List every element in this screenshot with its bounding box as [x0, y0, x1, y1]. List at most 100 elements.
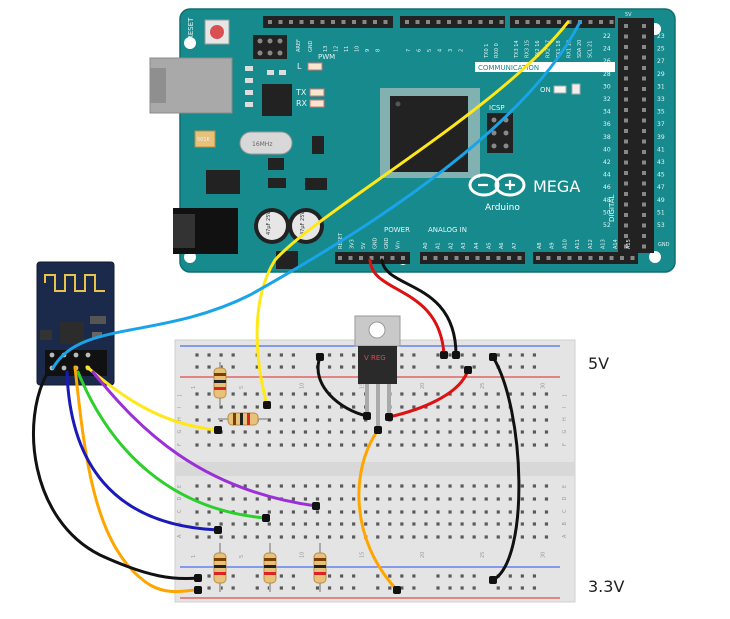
- comm-pin-label: SDA 20: [577, 40, 583, 58]
- wire-purple-esp: [91, 370, 318, 508]
- breadboard-hole: [400, 535, 404, 539]
- breadboard-hole: [484, 392, 488, 396]
- header-pin: [624, 160, 628, 165]
- breadboard-column-number: 25: [480, 383, 486, 389]
- breadboard-row-letter: E: [177, 485, 183, 488]
- breadboard-hole: [340, 418, 344, 422]
- breadboard-hole: [508, 418, 512, 422]
- breadboard-hole: [388, 497, 392, 501]
- comm-pin-label: RX2 17: [546, 40, 552, 58]
- breadboard-hole: [340, 365, 344, 369]
- header-pin: [624, 45, 628, 49]
- header-pin: [642, 202, 646, 207]
- breadboard-hole: [315, 522, 320, 526]
- breadboard-hole: [484, 510, 488, 514]
- header-pin: [362, 20, 367, 24]
- header-pin: [624, 244, 628, 249]
- header-pin: [578, 256, 582, 260]
- breadboard-hole: [520, 510, 524, 514]
- resistor-r1: [213, 362, 227, 406]
- wire-end-cap: [263, 401, 271, 409]
- header-pin: [642, 192, 646, 196]
- header-pin: [517, 256, 522, 260]
- breadboard-hole: [532, 574, 536, 578]
- breadboard-hole: [388, 510, 392, 514]
- breadboard-hole: [327, 522, 332, 526]
- header-pin: [444, 256, 448, 260]
- header-pin: [624, 34, 628, 39]
- breadboard-hole: [532, 365, 536, 369]
- breadboard-hole: [544, 484, 549, 488]
- breadboard-hole: [279, 405, 283, 409]
- breadboard-hole: [400, 353, 404, 357]
- digital-pin-label: 22: [603, 33, 611, 40]
- breadboard-hole: [484, 430, 488, 434]
- breadboard-hole: [243, 392, 247, 396]
- digital-pin-label: 52: [603, 222, 611, 229]
- digital-pin-label: 34: [603, 109, 611, 116]
- analog-pin-label: A4: [474, 242, 480, 249]
- wire-end-cap: [452, 351, 460, 359]
- breadboard-hole: [207, 405, 211, 409]
- header-pin: [642, 34, 646, 39]
- breadboard-column-number: 20: [420, 383, 426, 389]
- breadboard-hole: [327, 443, 332, 447]
- breadboard-hole: [195, 522, 199, 526]
- breadboard-hole: [496, 418, 500, 422]
- header-pin: [642, 108, 646, 112]
- breadboard-hole: [291, 392, 295, 396]
- header-pin: [609, 256, 614, 260]
- breadboard-hole: [267, 392, 271, 396]
- breadboard-hole: [532, 484, 536, 488]
- header-pin: [642, 87, 646, 91]
- breadboard-hole: [484, 405, 488, 409]
- usb-chip: [262, 84, 292, 116]
- breadboard-hole: [496, 510, 500, 514]
- pwm-pin-label: 8: [376, 49, 382, 52]
- wire-end-cap: [262, 514, 270, 522]
- breadboard-hole: [195, 353, 199, 357]
- header-pin: [642, 160, 646, 165]
- breadboard-hole: [267, 510, 271, 514]
- breadboard-hole: [291, 497, 295, 501]
- breadboard-hole: [508, 510, 512, 514]
- header-comm: [510, 16, 615, 28]
- breadboard-hole: [315, 405, 320, 409]
- breadboard-hole: [460, 522, 464, 526]
- breadboard-hole: [352, 418, 356, 422]
- breadboard-hole: [376, 522, 380, 526]
- breadboard-hole: [472, 497, 476, 501]
- breadboard-hole: [315, 418, 320, 422]
- wire-black-esp: [32, 370, 200, 581]
- breadboard-hole: [484, 497, 488, 501]
- breadboard-hole: [279, 443, 283, 447]
- header-pin: [383, 20, 388, 24]
- breadboard-hole: [267, 353, 271, 357]
- header-pin: [447, 20, 451, 24]
- header-pin: [624, 129, 628, 133]
- breadboard-hole: [436, 405, 440, 409]
- header-pin: [642, 244, 646, 249]
- breadboard-hole: [520, 586, 524, 590]
- tx-led-label: TX: [295, 88, 307, 97]
- header-pin: [609, 20, 614, 24]
- header-pin: [588, 20, 593, 24]
- breadboard-hole: [520, 443, 524, 447]
- breadboard-hole: [255, 392, 259, 396]
- breadboard-hole: [484, 418, 488, 422]
- wire-end-cap: [316, 353, 324, 361]
- breadboard-hole: [460, 484, 464, 488]
- svg-text:47µF 25V: 47µF 25V: [300, 211, 306, 235]
- wire-end-cap: [214, 426, 222, 434]
- breadboard-hole: [267, 443, 271, 447]
- header-pin: [546, 20, 551, 24]
- breadboard-hole: [340, 535, 344, 539]
- breadboard-hole: [231, 365, 235, 369]
- header-pin: [557, 20, 561, 24]
- breadboard-row-letter: E: [562, 485, 568, 488]
- header-pin: [415, 20, 420, 24]
- breadboard-hole: [472, 443, 476, 447]
- breadboard-hole: [255, 430, 259, 434]
- breadboard-hole: [340, 484, 344, 488]
- breadboard-column-number: 30: [540, 383, 546, 389]
